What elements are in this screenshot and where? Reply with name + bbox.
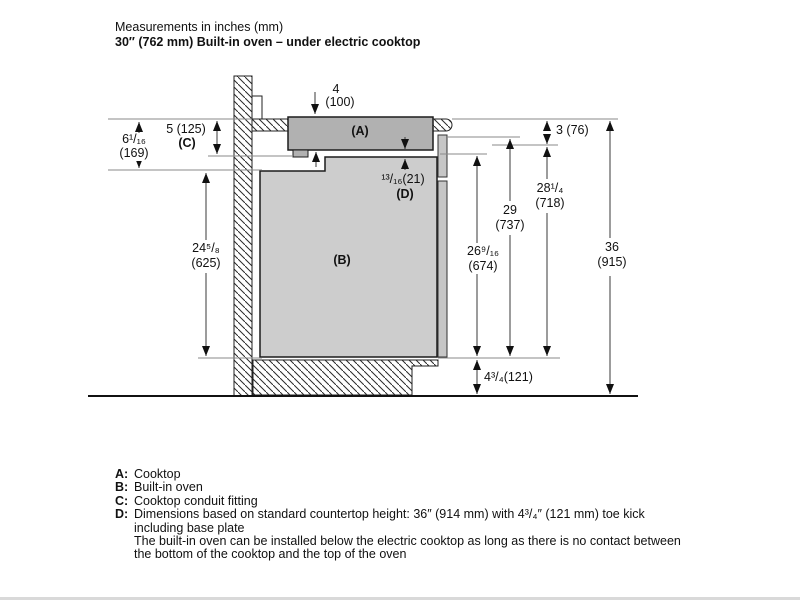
legend-text-d-line2: The built-in oven can be installed below… xyxy=(134,534,681,562)
extension-lines xyxy=(108,118,618,359)
dim-counter-height-in: 36 xyxy=(603,240,621,255)
dim-counter-to-oven-top-in: 6¹/₁₆ xyxy=(120,132,148,147)
bottom-edge-divider xyxy=(0,597,800,600)
dim-26916-in: 26⁹/₁₆ xyxy=(465,244,501,259)
dimension-lines xyxy=(135,92,614,394)
countertop-left xyxy=(251,118,289,132)
dim-cooktop-height-in: 4 xyxy=(332,82,340,96)
side-panel-lower xyxy=(437,180,448,358)
dim-26916-mm: (674) xyxy=(466,259,500,274)
page-header: Measurements in inches (mm) 30″ (762 mm)… xyxy=(115,20,420,50)
legend-item-d: D: Dimensions based on standard countert… xyxy=(115,508,695,562)
dim-29-mm: (737) xyxy=(493,218,527,233)
toe-kick-base xyxy=(252,359,439,396)
dim-oven-height-in: 24⁵/₈ xyxy=(190,241,222,256)
legend-item-b: B: Built-in oven xyxy=(115,480,695,495)
dim-toe-kick: 4³/₄(121) xyxy=(484,370,533,384)
legend-item-c: C: Cooktop conduit fitting xyxy=(115,493,695,508)
conduit-fitting xyxy=(292,149,309,158)
legend-text-a: Cooktop xyxy=(134,467,181,481)
legend-key-a: A: xyxy=(115,467,129,481)
side-panel-upper xyxy=(437,134,448,178)
legend-item-a: A: Cooktop xyxy=(115,467,695,481)
oven-body xyxy=(259,156,438,358)
countertop-bullnose xyxy=(432,118,453,132)
dim-conduit-depth: 5 (125) xyxy=(166,122,206,136)
backsplash-trim xyxy=(251,95,263,120)
legend-text-c: Cooktop conduit fitting xyxy=(134,493,258,508)
legend-key-c: C: xyxy=(115,493,129,508)
part-label-oven: (B) xyxy=(333,253,351,267)
header-units-note: Measurements in inches (mm) xyxy=(115,20,284,34)
dim-counter-height-mm: (915) xyxy=(595,255,629,270)
dim-gap: ¹³/₁₆(21) xyxy=(381,172,425,186)
legend-key-d: D: xyxy=(115,507,129,522)
legend-text-b: Built-in oven xyxy=(134,480,203,495)
legend: A: Cooktop B: Built-in oven C: Cooktop c… xyxy=(115,467,695,562)
legend-text-d-line1: Dimensions based on standard countertop … xyxy=(134,507,645,535)
dim-cooktop-height-mm: (100) xyxy=(325,95,355,109)
page-title: 30″ (762 mm) Built-in oven – under elect… xyxy=(115,35,421,49)
dim-counter-to-oven-top-mm: (169) xyxy=(117,146,151,161)
dim-conduit-key: (C) xyxy=(178,136,196,150)
dim-2814-in: 28¹/₄ xyxy=(534,181,566,196)
dim-2814-mm: (718) xyxy=(533,196,567,211)
wall-section xyxy=(233,75,253,397)
legend-key-b: B: xyxy=(115,480,129,495)
legend-text-d: Dimensions based on standard countertop … xyxy=(134,508,682,562)
dim-29-in: 29 xyxy=(501,203,519,218)
dim-gap-key: (D) xyxy=(396,187,414,201)
part-label-cooktop: (A) xyxy=(351,124,369,138)
dim-counter-thickness: 3 (76) xyxy=(556,123,589,137)
dim-oven-height-mm: (625) xyxy=(189,256,223,271)
